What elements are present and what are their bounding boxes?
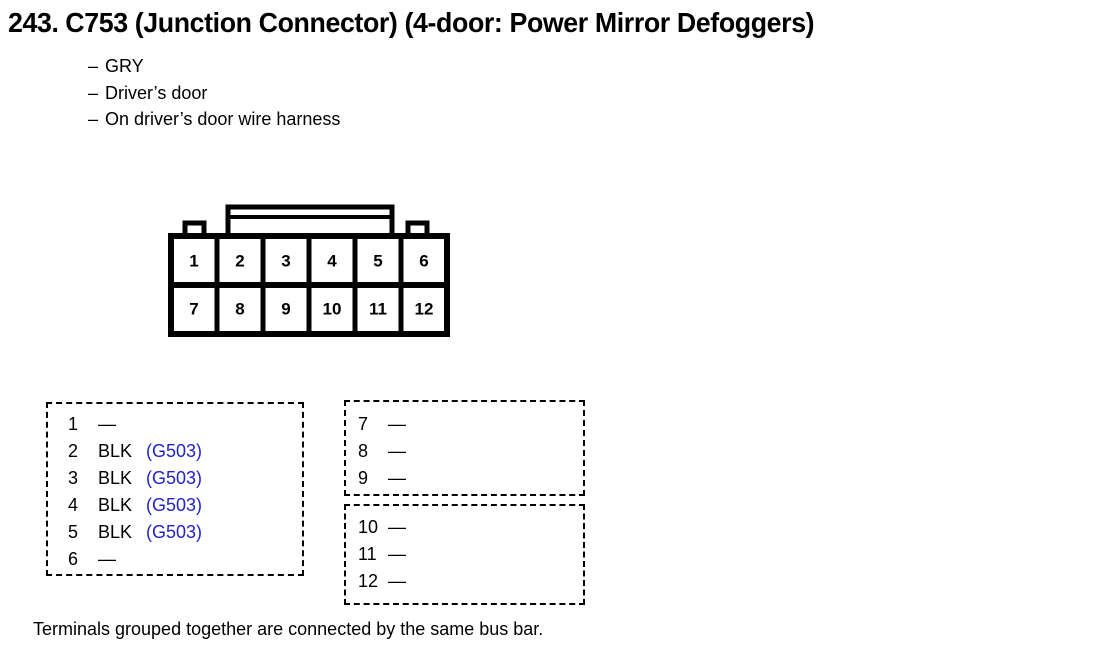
terminal-pin-number: 9: [358, 468, 369, 488]
page-title: 243.C753 (Junction Connector) (4-door: P…: [8, 6, 1063, 44]
terminal-pin-number: 11: [358, 544, 377, 564]
terminal-wire-color: BLK: [98, 468, 133, 488]
terminal-ground-ref: (G503): [146, 468, 203, 488]
list-item-label: Driver’s door: [105, 82, 208, 103]
terminal-pin-number: 6: [68, 549, 79, 569]
connector-pin-label: 9: [281, 299, 290, 318]
connector-pin-label: 6: [419, 251, 428, 270]
terminal-row: 12 —: [358, 568, 573, 595]
dash-bullet-icon: –: [88, 109, 99, 129]
terminal-wire-color: BLK: [98, 441, 133, 461]
terminal-wire-color: —: [98, 414, 116, 434]
terminal-row: 4 BLK (G503): [68, 492, 298, 519]
connector-diagram: 1 2 3 4 5 6 7 8 9 10 11 12: [160, 195, 470, 350]
list-item-label: GRY: [105, 56, 144, 76]
terminal-row: 1 —: [68, 411, 298, 438]
terminal-wire-color: —: [388, 544, 406, 564]
terminal-wire-color: —: [388, 517, 406, 537]
connector-pin-label: 12: [415, 299, 434, 318]
connector-pin-label: 4: [327, 251, 337, 270]
dash-bullet-icon: –: [88, 82, 99, 103]
terminal-wire-color: —: [98, 549, 116, 569]
page-title-number: 243.: [8, 7, 59, 38]
terminal-wire-color: —: [388, 571, 406, 591]
connector-pin-row-top: 1 2 3 4 5 6: [189, 251, 428, 270]
terminal-row: 11 —: [358, 541, 573, 568]
connector-pin-label: 2: [235, 251, 244, 270]
terminal-row: 9 —: [358, 465, 573, 492]
terminal-row: 8 —: [358, 438, 573, 465]
connector-pin-label: 7: [189, 299, 198, 318]
connector-pin-label: 5: [373, 251, 382, 270]
connector-latch-bar: [225, 204, 395, 239]
terminal-ground-ref: (G503): [146, 522, 203, 542]
connector-pin-label: 11: [369, 299, 387, 318]
connector-pin-label: 8: [235, 299, 244, 318]
terminal-pin-number: 1: [68, 414, 79, 434]
terminal-row: 5 BLK (G503): [68, 519, 298, 546]
list-item: –On driver’s door wire harness: [88, 106, 688, 133]
terminal-row: 6 —: [68, 546, 298, 573]
terminal-ground-ref: (G503): [146, 495, 203, 515]
connector-attribute-list: –GRY –Driver’s door –On driver’s door wi…: [88, 53, 688, 133]
dash-bullet-icon: –: [88, 56, 99, 76]
terminal-row: 7 —: [358, 411, 573, 438]
list-item-label: On driver’s door wire harness: [105, 109, 341, 129]
terminal-wire-color: —: [388, 441, 406, 461]
list-item: –Driver’s door: [88, 80, 688, 107]
terminal-wire-color: —: [388, 414, 406, 434]
terminal-pin-number: 4: [68, 495, 79, 515]
terminal-pin-number: 3: [68, 468, 79, 488]
terminal-pin-number: 5: [68, 522, 79, 542]
terminal-pin-number: 7: [358, 414, 369, 434]
terminal-group-box-7-9: 7 — 8 — 9 —: [344, 400, 585, 496]
bus-bar-caption: Terminals grouped together are connected…: [33, 619, 544, 639]
terminal-pin-number: 10: [358, 517, 379, 537]
connector-cell-dividers: [214, 236, 404, 334]
terminal-wire-color: BLK: [98, 495, 133, 515]
terminal-row: 3 BLK (G503): [68, 465, 298, 492]
connector-pin-label: 10: [323, 299, 342, 318]
terminal-wire-color: —: [388, 468, 406, 488]
terminal-pin-number: 2: [68, 441, 79, 461]
terminal-group-box-10-12: 10 — 11 — 12 —: [344, 504, 585, 605]
terminal-ground-ref: (G503): [146, 441, 203, 461]
list-item: –GRY: [88, 53, 688, 80]
connector-pin-row-bottom: 7 8 9 10 11 12: [189, 299, 433, 318]
terminal-wire-color: BLK: [98, 522, 133, 542]
page-title-text: C753 (Junction Connector) (4-door: Power…: [65, 7, 815, 38]
terminal-row: 2 BLK (G503): [68, 438, 298, 465]
terminal-pin-number: 12: [358, 571, 379, 591]
terminal-group-box-1-6: 1 — 2 BLK (G503) 3 BLK (G503) 4 BLK (G50…: [46, 402, 304, 576]
terminal-row: 10 —: [358, 514, 573, 541]
terminal-pin-number: 8: [358, 441, 369, 461]
connector-pin-label: 3: [281, 251, 290, 270]
connector-pin-label: 1: [189, 251, 198, 270]
